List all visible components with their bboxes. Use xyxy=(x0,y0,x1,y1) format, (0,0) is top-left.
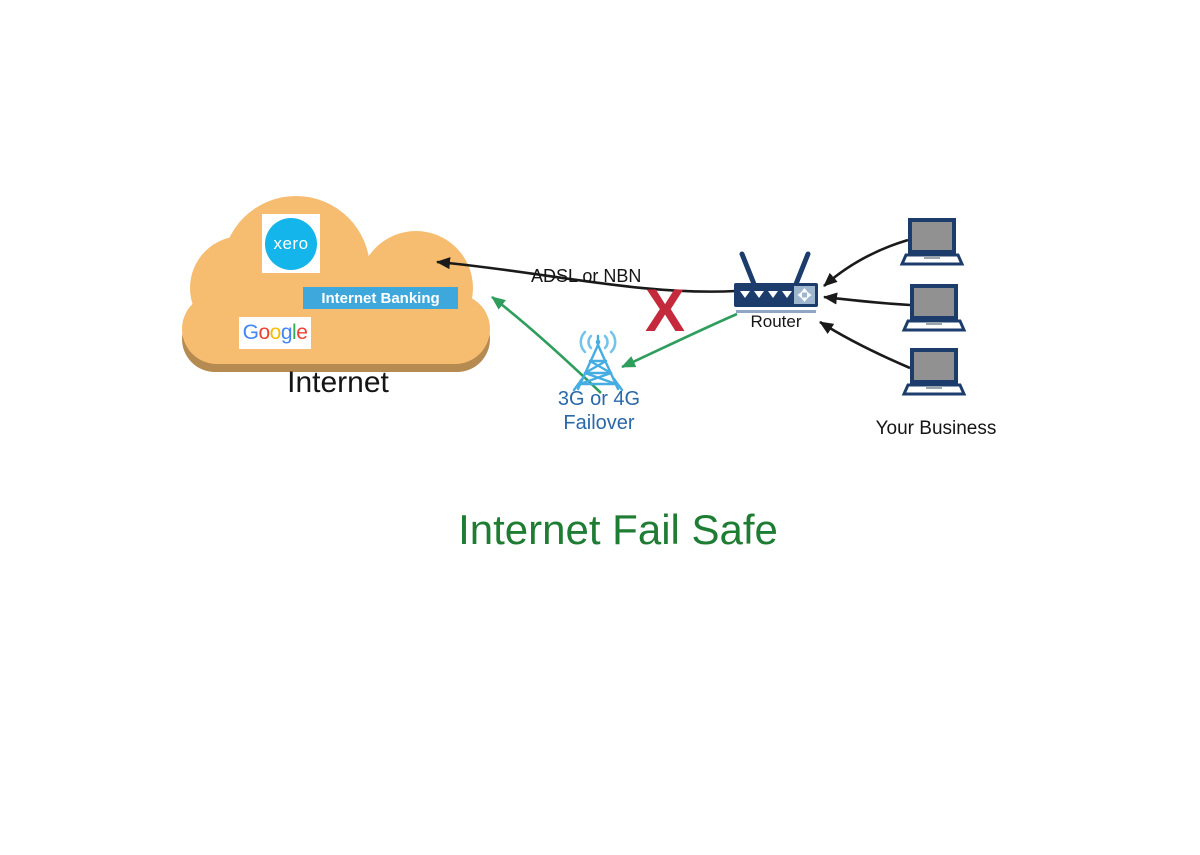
laptop-icon xyxy=(901,284,967,332)
router-nav-pad-glyph xyxy=(797,288,812,302)
adsl-link-label: ADSL or NBN xyxy=(531,266,642,286)
internet-banking-banner: Internet Banking xyxy=(303,287,458,309)
router-to-tower-line xyxy=(621,312,738,369)
laptop2-link-line xyxy=(823,292,911,307)
router-antenna-left xyxy=(739,251,757,287)
xero-logo: xero xyxy=(262,214,320,273)
internet-cloud-label: Internet xyxy=(287,366,389,399)
google-letter: o xyxy=(269,321,282,344)
router-antenna-right xyxy=(793,251,811,287)
tower-to-cloud-line xyxy=(491,295,602,394)
failure-x-mark: X xyxy=(645,277,686,344)
internet-cloud-shape xyxy=(182,196,490,372)
cell-tower-icon xyxy=(572,330,624,392)
google-letter: o xyxy=(258,321,270,344)
google-logo: Google xyxy=(239,317,311,349)
laptop-icon xyxy=(899,218,965,266)
laptop3-link-line xyxy=(819,320,911,370)
failover-label-line1: 3G or 4G xyxy=(557,388,641,410)
tower-lattice xyxy=(572,334,624,392)
laptop1-link-line xyxy=(823,238,909,287)
xero-logo-text: xero xyxy=(273,233,309,253)
google-letter: G xyxy=(242,321,259,344)
router-base-bar xyxy=(736,310,816,313)
xero-logo-circle: xero xyxy=(265,217,317,270)
google-letter: l xyxy=(292,321,297,344)
google-logo-text: Google xyxy=(243,321,308,345)
google-letter: g xyxy=(280,321,293,344)
your-business-label: Your Business xyxy=(875,418,997,439)
adsl-link-line xyxy=(436,257,737,293)
router-icon xyxy=(734,251,818,313)
page-title: Internet Fail Safe xyxy=(458,506,778,553)
router-label: Router xyxy=(750,312,802,331)
router-indicator-lights xyxy=(740,291,792,298)
google-letter: e xyxy=(296,321,308,344)
router-nav-pad xyxy=(794,286,815,304)
laptop-icon xyxy=(901,348,967,396)
internet-banking-label: Internet Banking xyxy=(321,289,440,307)
failover-label-line2: Failover xyxy=(563,412,635,434)
